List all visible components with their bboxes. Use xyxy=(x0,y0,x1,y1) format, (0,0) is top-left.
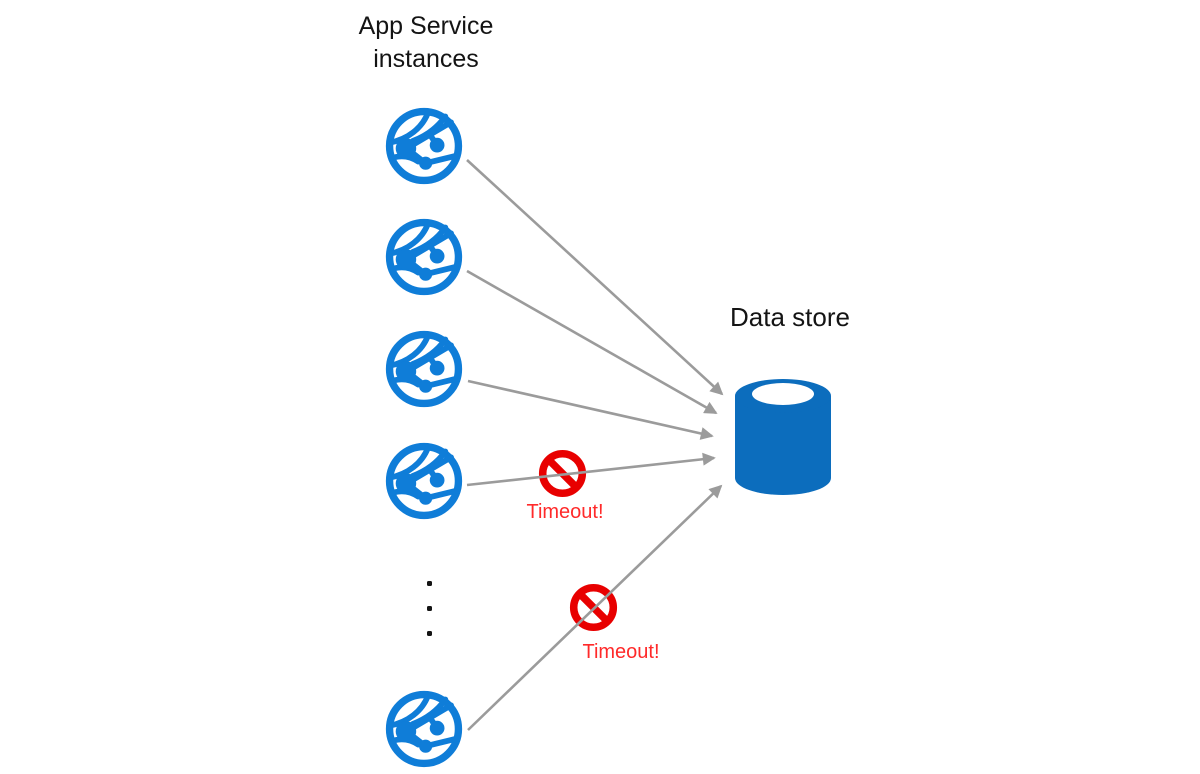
app-service-globe-icon xyxy=(385,442,463,520)
connection-arrow-1 xyxy=(466,159,724,396)
ellipsis-dot xyxy=(427,606,432,611)
ellipsis-dot xyxy=(427,581,432,586)
data-store-label: Data store xyxy=(730,302,850,332)
data-store-icon xyxy=(734,377,832,501)
ellipsis-dot xyxy=(427,631,432,636)
app-service-instances-title: App Service instances xyxy=(326,10,526,76)
app-service-instance-icon-3 xyxy=(383,328,465,410)
timeout-prohibition-icon xyxy=(538,449,587,498)
connection-arrow-2 xyxy=(466,269,718,415)
connection-arrow-3 xyxy=(467,379,714,440)
app-service-instance-icon-1 xyxy=(383,105,465,187)
timeout-label-1: Timeout! xyxy=(526,501,604,523)
timeout-label-2: Timeout! xyxy=(582,641,660,663)
title-line-1: App Service xyxy=(358,12,494,40)
connection-arrow-4-timeout xyxy=(466,452,716,487)
app-service-globe-icon xyxy=(385,690,463,768)
app-service-globe-icon xyxy=(385,330,463,408)
database-cylinder-icon xyxy=(735,379,831,495)
app-service-instance-icon-4 xyxy=(383,440,465,522)
prohibition-icon-svg xyxy=(569,583,618,632)
app-service-globe-icon xyxy=(385,107,463,185)
title-line-2: instances xyxy=(373,45,479,73)
app-service-globe-icon xyxy=(385,218,463,296)
timeout-prohibition-icon xyxy=(569,583,618,632)
app-service-instance-icon-5 xyxy=(383,688,465,770)
app-service-instance-icon-2 xyxy=(383,216,465,298)
prohibition-icon-svg xyxy=(538,449,587,498)
